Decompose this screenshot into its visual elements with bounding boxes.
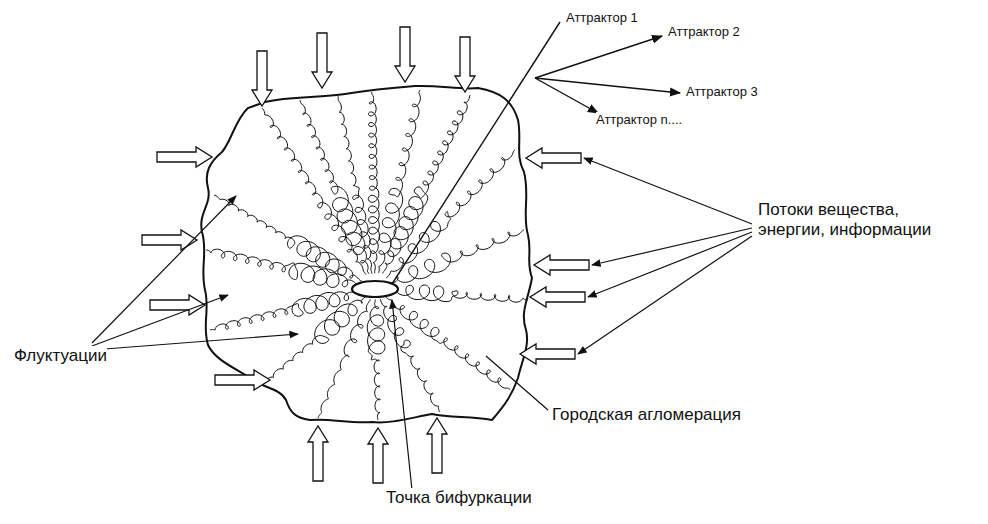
attractor-lines bbox=[392, 22, 680, 284]
fluctuation-line bbox=[318, 299, 370, 418]
label: Точка бифуркации bbox=[386, 488, 532, 508]
fluctuation-line bbox=[214, 195, 362, 281]
flow-arrows bbox=[142, 27, 589, 483]
bifurcation-point bbox=[352, 281, 398, 297]
label: Аттрактор n.... bbox=[596, 112, 682, 128]
fluctuation-line bbox=[380, 299, 440, 412]
fluctuation-line bbox=[387, 230, 524, 284]
fluctuation-line bbox=[368, 92, 379, 273]
fluctuation-line bbox=[367, 299, 385, 420]
leader-lines bbox=[92, 158, 752, 490]
label: Флуктуации bbox=[14, 346, 107, 366]
label: Городская агломерация bbox=[552, 405, 741, 425]
fluctuation-line bbox=[210, 292, 362, 330]
label: Потоки вещества, энергии, информации bbox=[758, 200, 938, 241]
fluctuation-lines bbox=[206, 90, 528, 420]
fluctuation-line bbox=[338, 96, 372, 274]
fluctuation-line bbox=[383, 95, 470, 273]
fluctuation-line bbox=[379, 90, 421, 273]
fluctuation-line bbox=[387, 285, 528, 302]
label: Аттрактор 2 bbox=[668, 24, 740, 40]
agglomeration-outline bbox=[201, 86, 532, 423]
fluctuation-line bbox=[262, 108, 366, 275]
label: Аттрактор 3 bbox=[686, 84, 758, 100]
label: Аттрактор 1 bbox=[566, 10, 638, 26]
